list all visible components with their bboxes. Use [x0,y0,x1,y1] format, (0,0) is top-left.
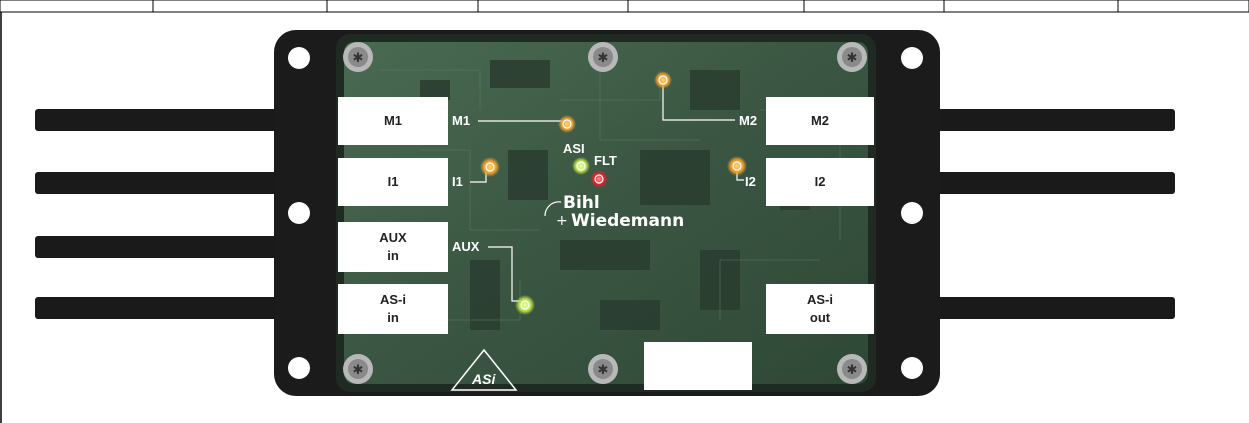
brand-plus: + [556,213,568,229]
mount-hole-bottom-right [901,357,923,379]
callout-i1: I1 [452,174,463,189]
callout-m1: M1 [452,113,471,128]
svg-text:✱: ✱ [598,51,609,66]
screw-bottom-mid: ✱ [588,354,618,384]
leader-brand [544,201,562,217]
mount-hole-mid-left [288,202,310,224]
connector-label-m1: M1 [338,97,448,145]
screw-top-left: ✱ [343,42,373,72]
circuit-board [336,34,876,392]
screws: ✱ ✱ ✱ ✱ ✱ ✱ [343,42,867,384]
mount-hole-mid-right [901,202,923,224]
callout-aux: AUX [452,239,480,254]
svg-text:✱: ✱ [353,51,364,66]
cable-left-2 [35,172,345,194]
cables [35,109,1175,319]
connector-label-asi-in: AS-i in [338,284,448,334]
cable-left-3 [35,236,345,258]
cable-right-2 [868,172,1175,194]
brand-line-1: Bihl [563,193,600,213]
svg-text:✱: ✱ [847,51,858,66]
led-flt [590,170,608,188]
asi-logo-text: ASi [471,371,496,387]
leds [480,71,747,315]
led-i1 [480,157,500,177]
blank-label-plate [644,342,752,390]
svg-text:✱: ✱ [598,363,609,378]
mount-hole-bottom-left [288,357,310,379]
callout-asi: ASI [563,141,585,156]
callout-flt: FLT [594,153,617,168]
connector-label-i2: I2 [766,158,874,206]
led-aux [515,295,535,315]
svg-text:✱: ✱ [847,363,858,378]
connector-label-aux-in: AUX in [338,222,448,272]
asi-logo: ASi [450,348,518,391]
callout-i2: I2 [745,174,756,189]
connector-label-m2: M2 [766,97,874,145]
connector-label-i1: I1 [338,158,448,206]
led-m2 [654,71,672,89]
screw-bottom-left: ✱ [343,354,373,384]
cable-left-4 [35,297,345,319]
header-table-row [0,0,1249,13]
leader-m2 [662,80,735,121]
connector-label-asi-out: AS-i out [766,284,874,334]
mount-hole-top-left [288,47,310,69]
mount-hole-top-right [901,47,923,69]
brand-line-2: Wiedemann [571,211,685,231]
svg-text:✱: ✱ [353,363,364,378]
cable-right-4 [868,297,1175,319]
cable-right-1 [868,109,1175,131]
screw-top-mid: ✱ [588,42,618,72]
callout-m2: M2 [739,113,758,128]
led-i2 [727,156,747,176]
screw-bottom-right: ✱ [837,354,867,384]
led-asi [572,157,590,175]
cable-left-1 [35,109,345,131]
screw-top-right: ✱ [837,42,867,72]
led-m1 [558,115,576,133]
